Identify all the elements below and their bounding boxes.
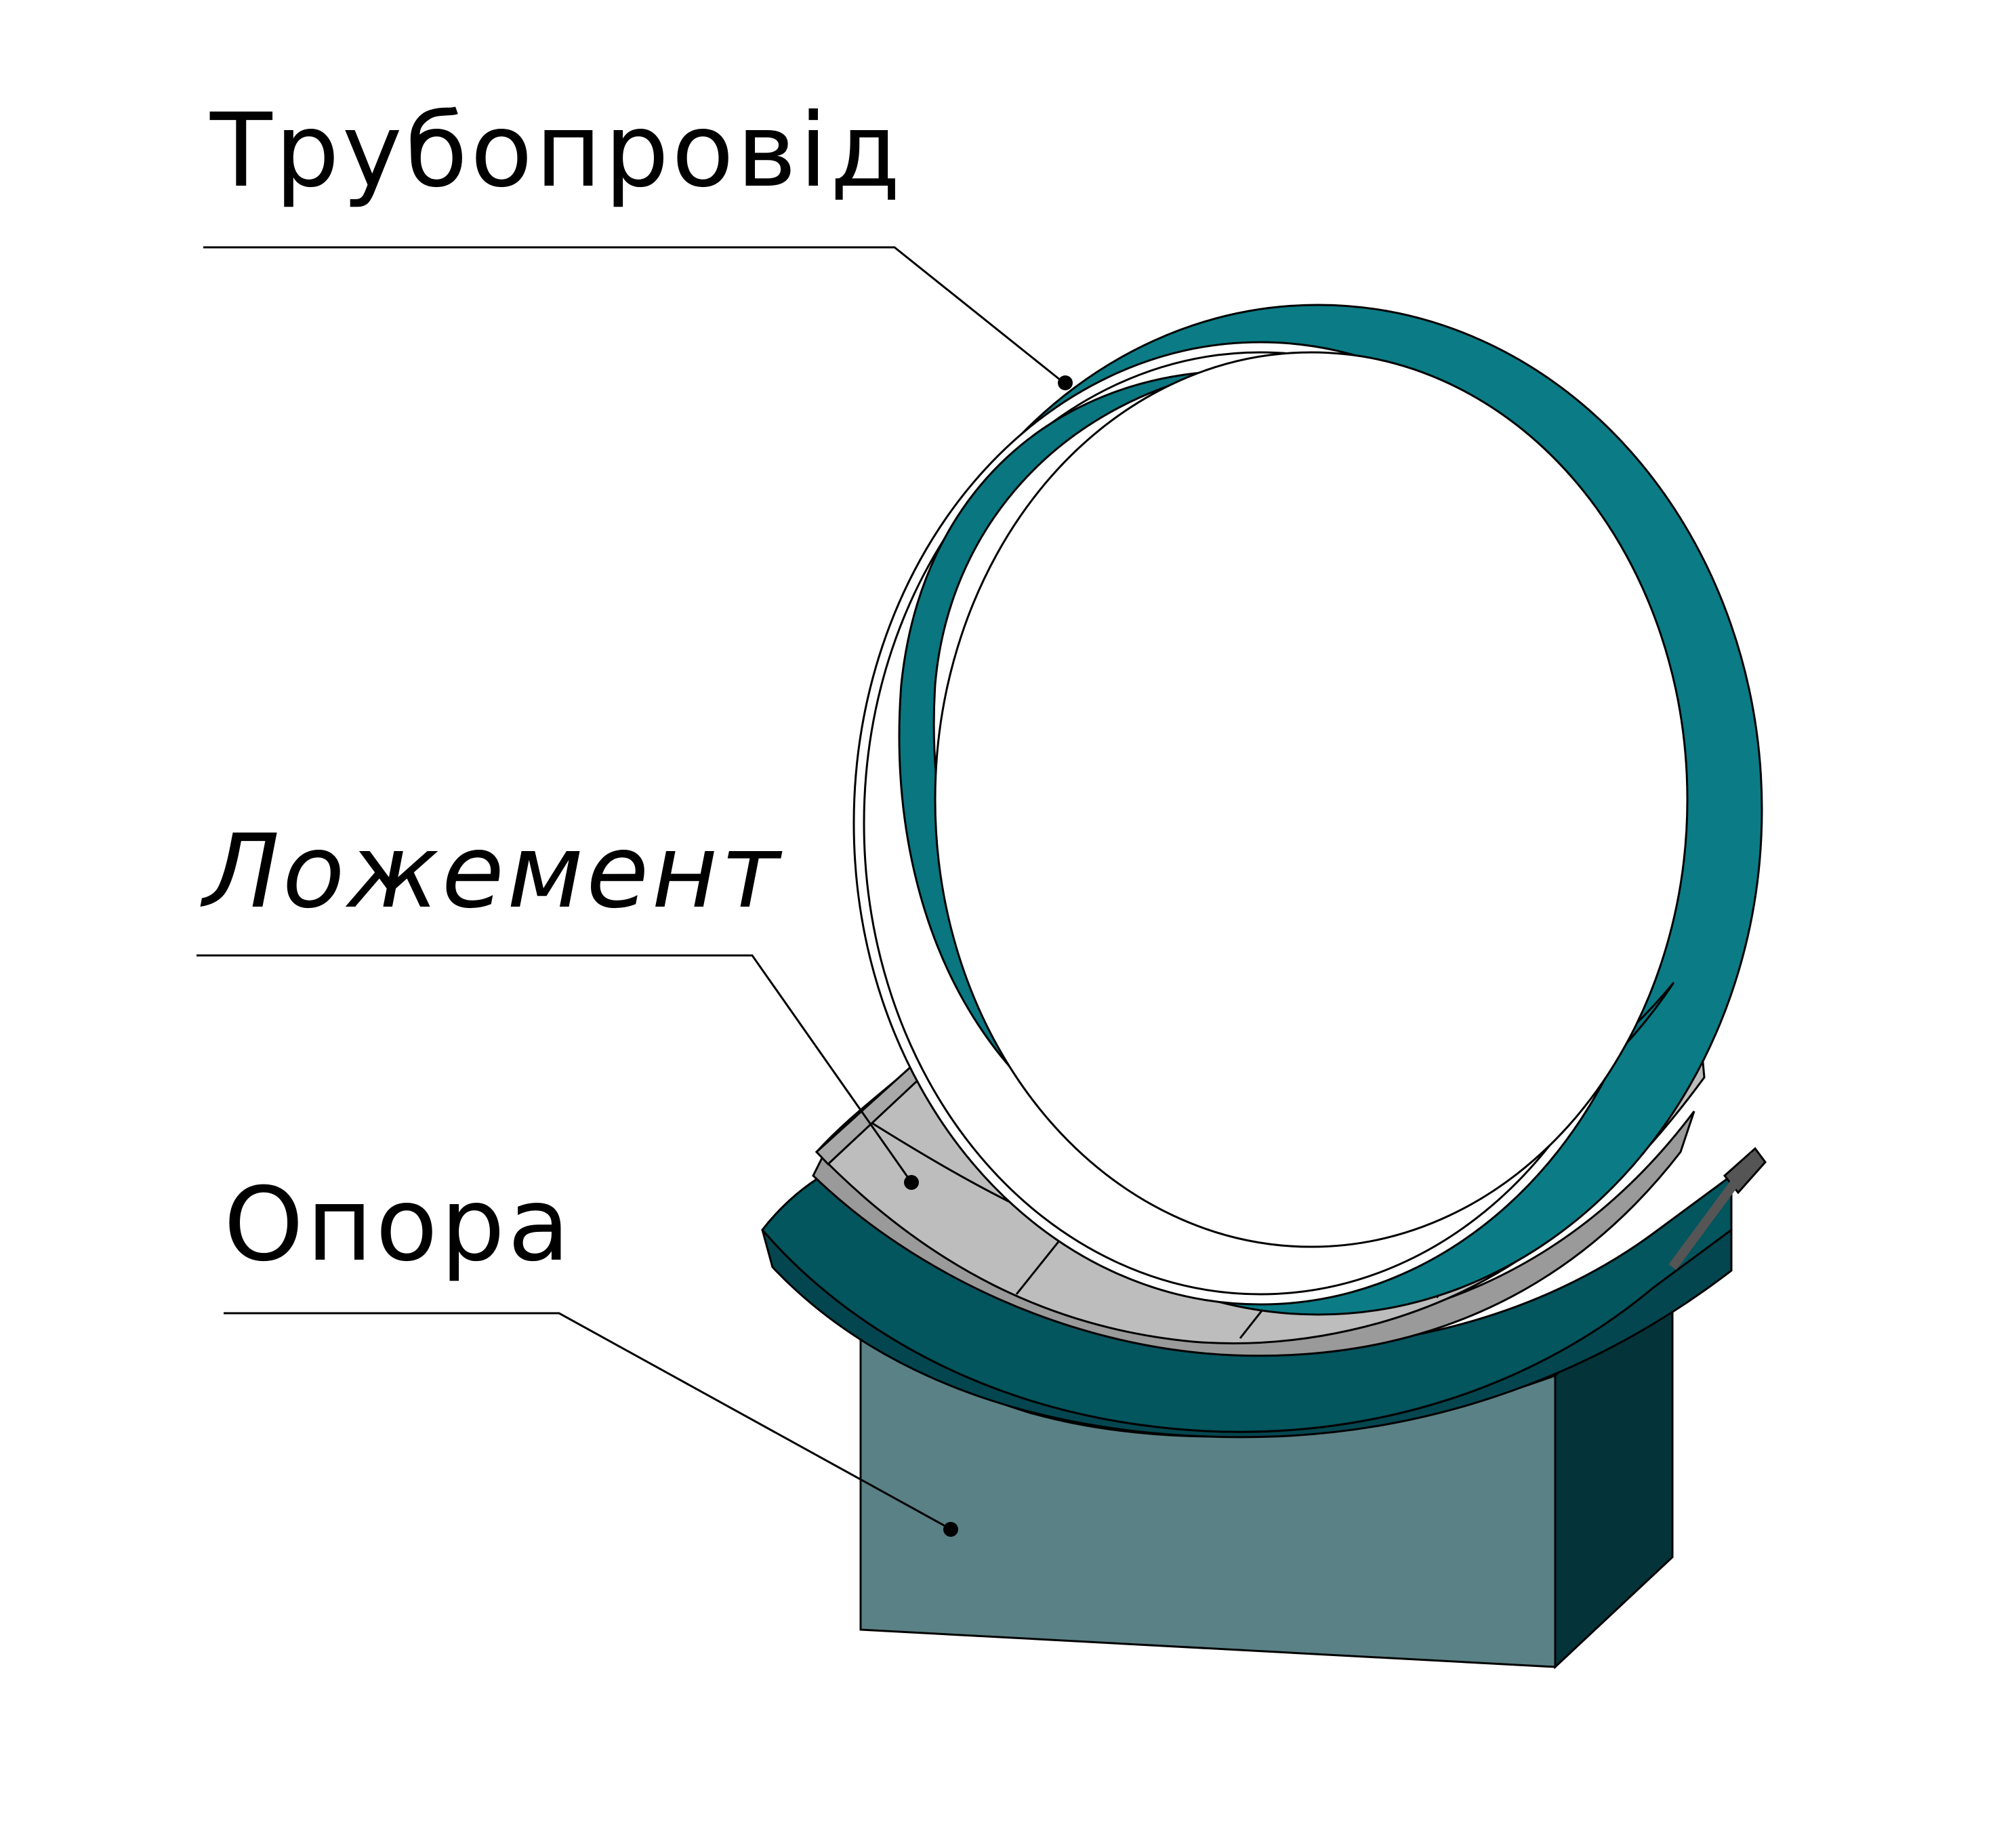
leader-dots [904,375,1073,1537]
support-end-edge [1668,1152,1759,1271]
label-support: Опора [224,1166,573,1284]
leader-support-dot [943,1522,958,1537]
label-pipeline: Трубопровід [210,92,903,210]
label-cradle: Ложемент [203,813,783,931]
support-block [761,1147,1767,1670]
leader-lines [197,246,1065,1529]
leader-cradle [197,954,913,1183]
pipe-opening [934,351,1689,1248]
leader-pipeline-dot [1058,375,1073,390]
leader-pipeline [203,246,1065,384]
pipe-ring [852,304,1763,1316]
leader-support [224,1312,949,1529]
leader-cradle-dot [904,1175,919,1190]
